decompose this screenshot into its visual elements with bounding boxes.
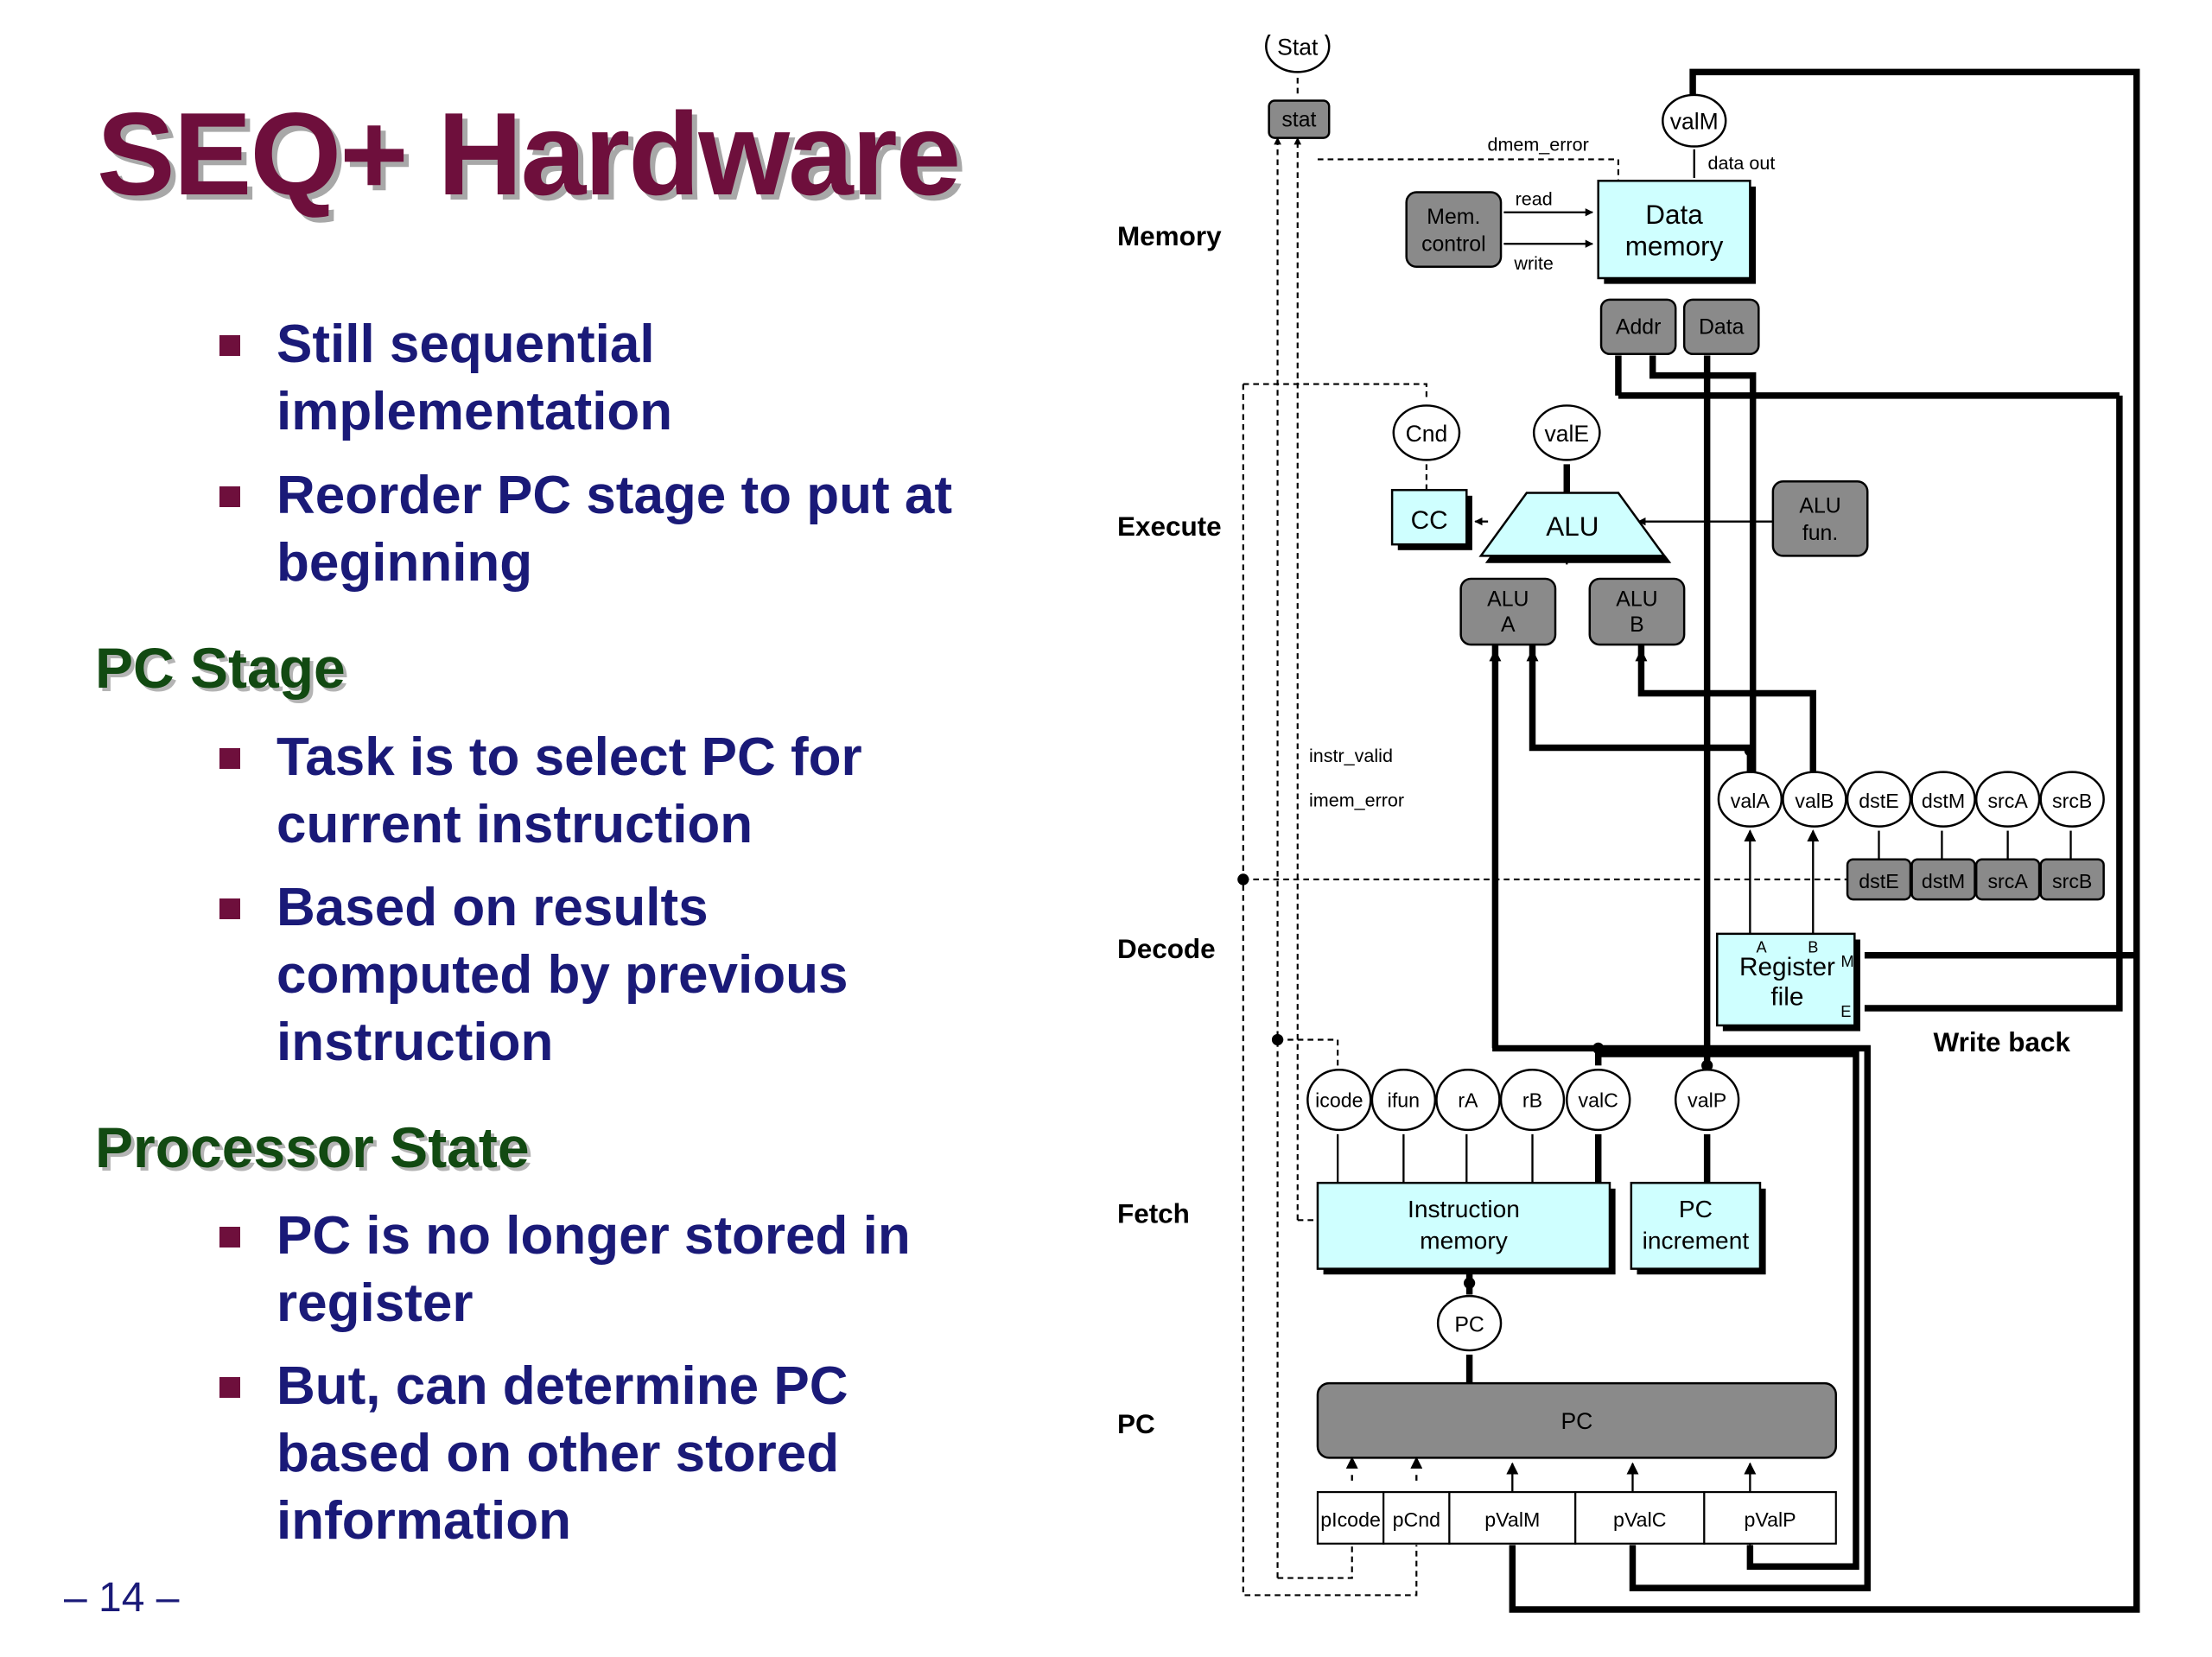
mem-control-line2: control <box>1421 232 1486 256</box>
bullet-pc-not-stored: PC is no longer stored in register <box>219 1203 911 1337</box>
bullet-line: current instruction <box>276 795 753 854</box>
stage-label-pc: PC <box>1117 1409 1155 1439</box>
pc-increment-line2: increment <box>1643 1227 1750 1254</box>
data-memory-line2: memory <box>1625 231 1724 261</box>
alu-a-line1: ALU <box>1487 587 1529 611</box>
srca-box: srcA <box>1987 870 2028 892</box>
read-label: read <box>1516 188 1553 209</box>
valb-oval: valB <box>1795 790 1834 812</box>
pvalp-field: pValP <box>1744 1508 1796 1531</box>
alu-fun-line1: ALU <box>1799 495 1840 518</box>
imem-error-label: imem_error <box>1309 790 1404 810</box>
bullet-square-icon <box>219 1377 240 1398</box>
ifun-oval: ifun <box>1388 1089 1420 1111</box>
instr-valid-label: instr_valid <box>1309 746 1393 766</box>
pc-increment-line1: PC <box>1679 1196 1713 1222</box>
cc-box: CC <box>1411 506 1448 535</box>
alu-b-line2: B <box>1630 613 1644 637</box>
alu-a-line2: A <box>1501 613 1516 637</box>
icode-oval: icode <box>1315 1089 1363 1111</box>
bullet-square-icon <box>219 486 240 507</box>
alu-block: ALU <box>1546 511 1599 542</box>
pc-box: PC <box>1560 1408 1592 1434</box>
decode-ovals: valA valB dstE dstM srcA srcB <box>1717 771 2105 828</box>
register-file-line2: file <box>1770 983 1803 1012</box>
pvalc-field: pValC <box>1613 1508 1666 1531</box>
fetch-ovals: icode ifun rA rB valC <box>1306 1069 1631 1132</box>
bullet-based-on-results: Based on results computed by previous in… <box>219 874 849 1076</box>
alu-b-line1: ALU <box>1616 587 1657 611</box>
stat-box: stat <box>1281 108 1316 131</box>
bullet-line: Based on results <box>276 878 709 937</box>
bullet-determine-pc: But, can determine PC based on other sto… <box>219 1353 849 1555</box>
vale-oval: valE <box>1544 421 1589 447</box>
bullet-line: information <box>276 1491 571 1551</box>
pc-oval: PC <box>1454 1314 1484 1337</box>
bullet-line: Still sequential <box>276 314 655 374</box>
bullet-reorder-pc: Reorder PC stage to put at beginning <box>219 462 952 597</box>
valc-oval: valC <box>1579 1089 1618 1111</box>
dmem-error-label: dmem_error <box>1487 134 1588 155</box>
dste-box: dstE <box>1859 870 1898 892</box>
heading-processor-state: Processor State <box>95 1115 530 1179</box>
instruction-memory-line2: memory <box>1420 1227 1509 1254</box>
bullet-still-sequential: Still sequential implementation <box>219 311 673 446</box>
bullet-line: register <box>276 1273 474 1333</box>
pcnd-field: pCnd <box>1393 1508 1440 1531</box>
stage-label-execute: Execute <box>1117 511 1222 542</box>
bullet-line: computed by previous <box>276 945 849 1005</box>
regfile-port-a: A <box>1757 938 1768 955</box>
heading-pc-stage: PC Stage <box>95 636 346 700</box>
vala-oval: valA <box>1731 790 1770 812</box>
mem-control-line1: Mem. <box>1427 206 1480 229</box>
bullet-line: PC is no longer stored in <box>276 1206 911 1266</box>
picode-field: pIcode <box>1320 1508 1381 1531</box>
data-memory-line1: Data <box>1645 200 1703 230</box>
pvalm-field: pValM <box>1484 1508 1540 1531</box>
ra-oval: rA <box>1458 1089 1478 1111</box>
stage-label-memory: Memory <box>1117 221 1222 251</box>
cnd-oval: Cnd <box>1406 421 1448 447</box>
addr-box: Addr <box>1616 316 1661 340</box>
data-box: Data <box>1699 316 1745 340</box>
slide-title: SEQ+ Hardware <box>97 88 961 219</box>
regfile-port-m: M <box>1840 953 1853 970</box>
dstm-box: dstM <box>1922 870 1965 892</box>
valp-oval: valP <box>1688 1089 1726 1111</box>
bullet-square-icon <box>219 335 240 356</box>
stage-label-fetch: Fetch <box>1117 1199 1190 1229</box>
page-number: – 14 – <box>64 1575 180 1621</box>
bullet-line: implementation <box>276 382 673 441</box>
bullet-line: Task is to select PC for <box>276 727 862 787</box>
regfile-port-e: E <box>1840 1003 1851 1020</box>
bullet-line: based on other stored <box>276 1424 840 1483</box>
stat-oval: Stat <box>1277 35 1319 60</box>
bullet-task-select-pc: Task is to select PC for current instruc… <box>219 724 862 859</box>
srca-oval: srcA <box>1987 790 2028 812</box>
prev-fields: pIcode pCnd pValM pValC pValP <box>1316 1491 1837 1545</box>
valm-oval: valM <box>1670 109 1719 135</box>
srcb-oval: srcB <box>2052 790 2092 812</box>
bullet-square-icon <box>219 1227 240 1248</box>
bullet-line: instruction <box>276 1013 554 1072</box>
stage-label-decode: Decode <box>1117 934 1216 964</box>
regfile-port-b: B <box>1808 938 1818 955</box>
data-out-label: data out <box>1708 153 1776 174</box>
bullet-line: beginning <box>276 533 533 593</box>
decode-boxes: dstE dstM srcA srcB <box>1846 858 2105 901</box>
bullet-line: But, can determine PC <box>276 1356 849 1416</box>
write-label: write <box>1513 253 1553 274</box>
bullet-square-icon <box>219 898 240 919</box>
instruction-memory-line1: Instruction <box>1408 1196 1520 1222</box>
srcb-box: srcB <box>2052 870 2092 892</box>
alu-fun-line2: fun. <box>1802 522 1838 545</box>
rb-oval: rB <box>1522 1089 1542 1111</box>
dstm-oval: dstM <box>1922 790 1965 812</box>
register-file-line1: Register <box>1739 953 1835 981</box>
bullet-line: Reorder PC stage to put at <box>276 466 952 525</box>
seq-plus-hardware-diagram: Memory Execute Decode Fetch PC Write bac… <box>1117 35 2140 1613</box>
dste-oval: dstE <box>1859 790 1898 812</box>
bullet-square-icon <box>219 748 240 769</box>
stage-label-write-back: Write back <box>1933 1027 2070 1057</box>
